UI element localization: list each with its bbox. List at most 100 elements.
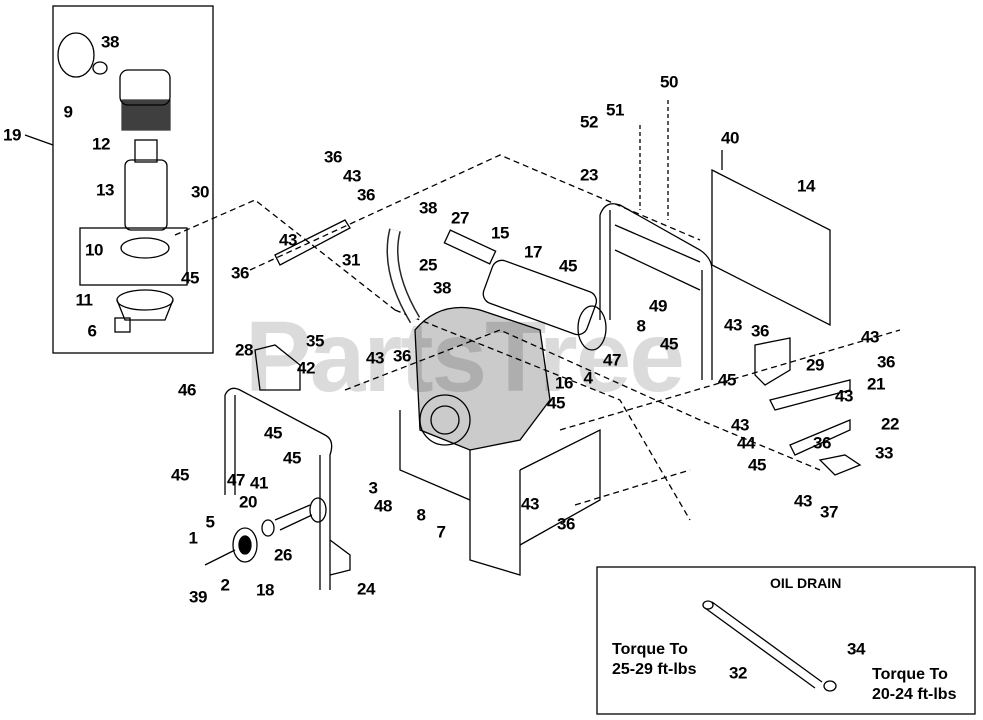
callout-40: 40 [721,128,739,148]
callout-29: 29 [806,355,824,375]
callout-25: 25 [419,255,437,275]
callout-12: 12 [92,134,110,154]
callout-34: 34 [847,639,865,659]
callout-7: 7 [436,522,446,542]
callout-36: 36 [813,433,831,453]
air-cleaner-group-box [52,5,214,354]
callout-36: 36 [877,352,895,372]
air-cleaner-parts [57,32,174,333]
callout-43: 43 [861,327,879,347]
oil-drain-hose [702,600,837,692]
torque-note-left: Torque To 25-29 ft-lbs [612,640,696,680]
callout-5: 5 [205,512,215,532]
callout-45: 45 [748,455,766,475]
left-frame [224,344,351,590]
rear-frame [599,100,831,380]
callout-45: 45 [559,256,577,276]
callout-14: 14 [797,176,815,196]
callout-43: 43 [724,315,742,335]
callout-41: 41 [250,473,268,493]
callout-10: 10 [85,240,103,260]
callout-45: 45 [547,393,565,413]
callout-45: 45 [171,465,189,485]
torque-note-right: Torque To 20-24 ft-lbs [872,665,956,705]
torque-note-left-line2: 25-29 ft-lbs [612,661,697,678]
filter-clamp-group-box [79,227,188,286]
callout-39: 39 [189,587,207,607]
callout-9: 9 [63,102,73,122]
callout-2: 2 [220,575,230,595]
callout-28: 28 [235,340,253,360]
callout-23: 23 [580,165,598,185]
callout-37: 37 [820,502,838,522]
right-brackets [754,337,862,476]
callout-44: 44 [737,433,755,453]
torque-note-right-line1: Torque To [872,666,948,683]
callout-45: 45 [718,370,736,390]
callout-32: 32 [729,663,747,683]
callout-36: 36 [557,514,575,534]
callout-1: 1 [188,528,198,548]
callout-11: 11 [75,290,93,310]
oil-drain-box [596,566,976,715]
assembly-lines [174,154,901,521]
callout-51: 51 [606,100,624,120]
callout-46: 46 [178,380,196,400]
callout-43: 43 [521,494,539,514]
callout-43: 43 [835,386,853,406]
callout-33: 33 [875,443,893,463]
callout-22: 22 [881,414,899,434]
callout-47: 47 [227,470,245,490]
callout-47: 47 [603,350,621,370]
callout-19: 19 [3,125,21,145]
callout-36: 36 [231,263,249,283]
callout-45: 45 [181,268,199,288]
callout-43: 43 [279,230,297,250]
callout-43: 43 [343,166,361,186]
callout-43: 43 [794,491,812,511]
watermark: PartsTree [245,301,685,413]
callout-16: 16 [555,373,573,393]
callout-50: 50 [660,72,678,92]
callout-30: 30 [191,182,209,202]
callout-3: 3 [368,478,378,498]
callout-17: 17 [524,242,542,262]
callout-27: 27 [451,208,469,228]
callout-24: 24 [357,579,375,599]
callout-26: 26 [274,545,292,565]
callout-20: 20 [239,492,257,512]
callout-8: 8 [416,505,426,525]
callout-4: 4 [583,368,593,388]
torque-note-left-line1: Torque To [612,641,688,658]
callout-38: 38 [419,198,437,218]
callout-45: 45 [283,448,301,468]
pulley-parts [204,497,327,566]
callout-8: 8 [636,316,646,336]
callout-43: 43 [731,415,749,435]
callout-38: 38 [433,278,451,298]
callout-6: 6 [87,321,97,341]
callout-45: 45 [264,423,282,443]
torque-note-right-line2: 20-24 ft-lbs [872,686,957,703]
callout-36: 36 [393,346,411,366]
callout-36: 36 [324,147,342,167]
callout-15: 15 [491,223,509,243]
bracket-31 [274,219,351,266]
callout-42: 42 [297,358,315,378]
callout-13: 13 [96,180,114,200]
callout-31: 31 [342,250,360,270]
callout-18: 18 [256,580,274,600]
callout-36: 36 [357,185,375,205]
engine [399,306,601,576]
muffler [482,259,598,336]
callout-52: 52 [580,112,598,132]
callout-35: 35 [306,331,324,351]
callout-36: 36 [751,321,769,341]
callout-45: 45 [660,334,678,354]
callout-38: 38 [101,32,119,52]
callout-21: 21 [867,374,885,394]
callout-49: 49 [649,296,667,316]
exhaust-pipe [443,229,497,265]
